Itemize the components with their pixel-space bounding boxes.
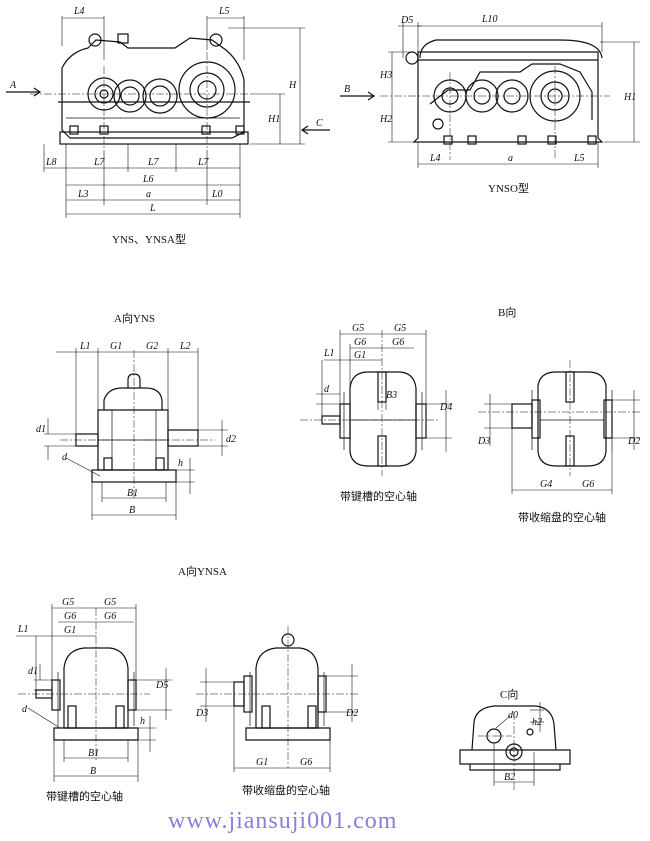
dim-label-b-a: B (90, 766, 96, 777)
dim-label-g6-b-2: G6 (392, 337, 404, 348)
dim-label-d2-b: D2 (627, 436, 640, 447)
dim-label-d5-a: D5 (155, 680, 168, 691)
a-view-ynsa-keyway-drawing: G5 G5 G6 G6 G1 L1 d1 d D5 h B1 B (16, 597, 172, 782)
a-view-ynsa-shrink-disc-drawing: D3 D2 G1 G6 (195, 626, 358, 772)
c-view-drawing: d0 h2 B2 (459, 702, 571, 790)
dim-label-g6-a-1: G6 (64, 611, 76, 622)
dim-label-l1-b: L1 (323, 348, 335, 359)
dim-label-g6-b-3: G6 (582, 479, 594, 490)
caption-yns-model: YNS、YNSA型 (112, 232, 186, 246)
dim-label-d1-ayns: d1 (36, 424, 46, 435)
dim-label-g2-ayns: G2 (146, 341, 158, 352)
caption-a-view-yns: A向YNS (114, 311, 155, 325)
dim-label-l1-a: L1 (17, 624, 29, 635)
dim-label-b2: B2 (504, 772, 515, 783)
caption-ynso-model: YNSO型 (488, 181, 529, 195)
dim-label-g1-b: G1 (354, 350, 366, 361)
dim-label-g6-a-2: G6 (104, 611, 116, 622)
dim-label-h-a: h (140, 716, 145, 727)
b-view-shrink-disc-drawing: D3 D2 G4 G6 (477, 360, 640, 494)
dim-label-d1-a: d1 (28, 666, 38, 677)
arrow-b-label: B (344, 84, 350, 95)
dim-label-l10: L10 (481, 14, 498, 25)
dim-label-g1-a: G1 (64, 625, 76, 636)
a-view-yns-drawing: L1 G1 G2 L2 d1 d2 d h B1 B (36, 341, 236, 520)
dim-label-h3: H3 (379, 70, 392, 81)
dim-label-l: L (149, 203, 156, 214)
dim-label-b1-a: B1 (88, 748, 99, 759)
dim-label-g6-b-1: G6 (354, 337, 366, 348)
dim-label-h-ayns: h (178, 458, 183, 469)
arrow-a-label: A (9, 80, 17, 91)
dim-label-l4-ynso: L4 (429, 153, 441, 164)
dim-label-a-2: a (508, 153, 513, 164)
dim-label-l8: L8 (45, 157, 57, 168)
dim-label-l3: L3 (77, 189, 89, 200)
dim-label-d-a: d (22, 704, 28, 715)
dim-label-d3-a: D3 (195, 708, 208, 719)
dim-label-l0: L0 (211, 189, 223, 200)
dim-label-g1-a2: G1 (256, 757, 268, 768)
dim-label-d-b: d (324, 384, 330, 395)
watermark-text: www.jiansuji001.com (168, 808, 397, 834)
dim-label-g5-b-2: G5 (394, 323, 406, 334)
dim-label-d0: d0 (508, 710, 518, 721)
dim-label-g5-a-2: G5 (104, 597, 116, 608)
dim-label-g4-b: G4 (540, 479, 552, 490)
caption-shrink-disc-hollow-shaft-1: 带收缩盘的空心轴 (518, 510, 606, 524)
dim-label-h1: H1 (267, 114, 280, 125)
dim-label-l4: L4 (73, 6, 85, 17)
dim-label-b-ayns: B (129, 505, 135, 516)
dim-label-h1-ynso: H1 (623, 92, 636, 103)
caption-keyway-hollow-shaft-2: 带键槽的空心轴 (46, 789, 123, 803)
dim-label-l7-3: L7 (197, 157, 210, 168)
dim-label-g5-b-1: G5 (352, 323, 364, 334)
dim-label-l7-1: L7 (93, 157, 106, 168)
b-view-keyway-drawing: G5 G5 G6 G6 G1 L1 d B3 D4 (300, 323, 452, 476)
dim-label-g5-a-1: G5 (62, 597, 74, 608)
caption-b-view: B向 (498, 305, 516, 319)
dim-label-l5-ynso: L5 (573, 153, 585, 164)
caption-a-view-ynsa: A向YNSA (178, 564, 227, 578)
arrow-c-label: C (316, 118, 323, 129)
dim-label-l1-ayns: L1 (79, 341, 91, 352)
dim-label-g1-ayns: G1 (110, 341, 122, 352)
dim-label-l2-ayns: L2 (179, 341, 191, 352)
dim-label-d5-ynso: D5 (400, 15, 413, 26)
dim-label-l7-2: L7 (147, 157, 160, 168)
dim-label-l5: L5 (218, 6, 230, 17)
dim-label-b1-ayns: B1 (127, 488, 138, 499)
ynso-front-view: B D5 L10 H3 H2 H1 L4 a L5 (340, 14, 640, 168)
caption-keyway-hollow-shaft-1: 带键槽的空心轴 (340, 489, 417, 503)
dim-label-d4: D4 (439, 402, 452, 413)
dim-label-h: H (288, 80, 297, 91)
caption-c-view: C向 (500, 687, 518, 701)
dim-label-h2: H2 (379, 114, 392, 125)
dim-label-d-ayns: d (62, 452, 68, 463)
dim-label-a-1: a (146, 189, 151, 200)
dim-label-d2-a: D2 (345, 708, 358, 719)
dim-label-h2: h2 (532, 717, 542, 728)
caption-shrink-disc-hollow-shaft-2: 带收缩盘的空心轴 (242, 783, 330, 797)
dim-label-g6-a-3: G6 (300, 757, 312, 768)
dim-label-d2-ayns: d2 (226, 434, 236, 445)
dim-label-b3: B3 (386, 390, 397, 401)
dim-label-l6: L6 (142, 174, 154, 185)
dim-label-d3: D3 (477, 436, 490, 447)
yns-front-view: L4 L5 H H1 A C L8 L7 L7 L7 L6 L3 a L0 L (6, 6, 330, 218)
